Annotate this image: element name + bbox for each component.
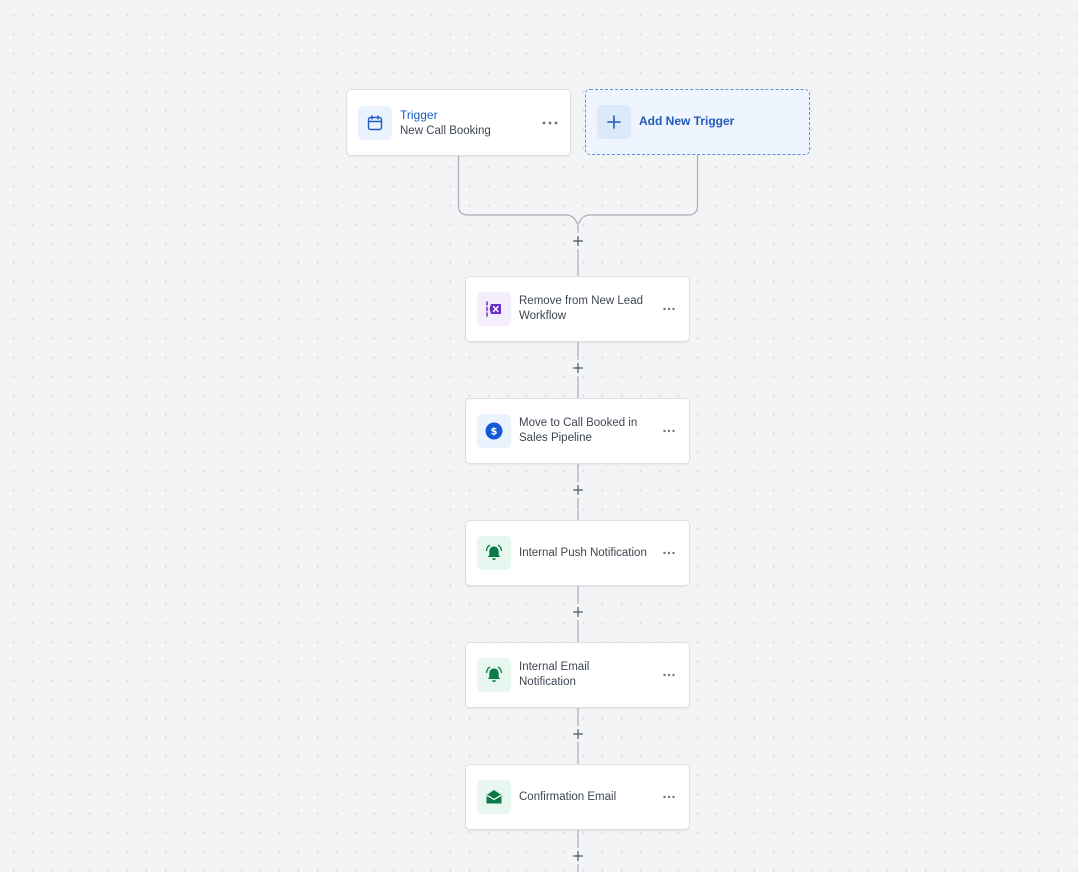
action-card-internal-push-notification[interactable]: Internal Push Notification [465, 520, 690, 586]
add-step-button[interactable] [570, 848, 586, 864]
action-label: Remove from New Lead Workflow [519, 295, 643, 322]
add-step-button[interactable] [570, 482, 586, 498]
action-label: Internal Push Notification [519, 546, 647, 559]
plus-icon [597, 105, 631, 139]
action-card-move-to-pipeline[interactable]: $ Move to Call Booked in Sales Pipeline [465, 398, 690, 464]
add-new-trigger-label: Add New Trigger [639, 114, 735, 128]
more-options-icon[interactable] [542, 117, 558, 129]
trigger-title: Trigger [400, 108, 438, 122]
trigger-subtitle: New Call Booking [400, 125, 491, 137]
trigger-card[interactable]: Trigger New Call Booking [346, 89, 571, 156]
dollar-icon: $ [477, 414, 511, 448]
add-step-button[interactable] [570, 233, 586, 249]
envelope-icon [477, 780, 511, 814]
calendar-icon [358, 106, 392, 140]
action-card-confirmation-email[interactable]: Confirmation Email [465, 764, 690, 830]
add-step-button[interactable] [570, 726, 586, 742]
more-options-icon[interactable] [661, 791, 677, 803]
svg-text:$: $ [491, 427, 498, 438]
remove-workflow-icon [477, 292, 511, 326]
more-options-icon[interactable] [661, 425, 677, 437]
more-options-icon[interactable] [661, 547, 677, 559]
action-card-internal-email-notification[interactable]: Internal Email Notification [465, 642, 690, 708]
action-label: Internal Email Notification [519, 661, 590, 688]
action-label: Move to Call Booked in Sales Pipeline [519, 417, 638, 444]
action-card-remove-from-workflow[interactable]: Remove from New Lead Workflow [465, 276, 690, 342]
add-step-button[interactable] [570, 604, 586, 620]
more-options-icon[interactable] [661, 303, 677, 315]
more-options-icon[interactable] [661, 669, 677, 681]
action-label: Confirmation Email [519, 790, 617, 803]
add-step-button[interactable] [570, 360, 586, 376]
bell-icon [477, 658, 511, 692]
add-new-trigger-button[interactable]: Add New Trigger [585, 89, 810, 155]
bell-icon [477, 536, 511, 570]
